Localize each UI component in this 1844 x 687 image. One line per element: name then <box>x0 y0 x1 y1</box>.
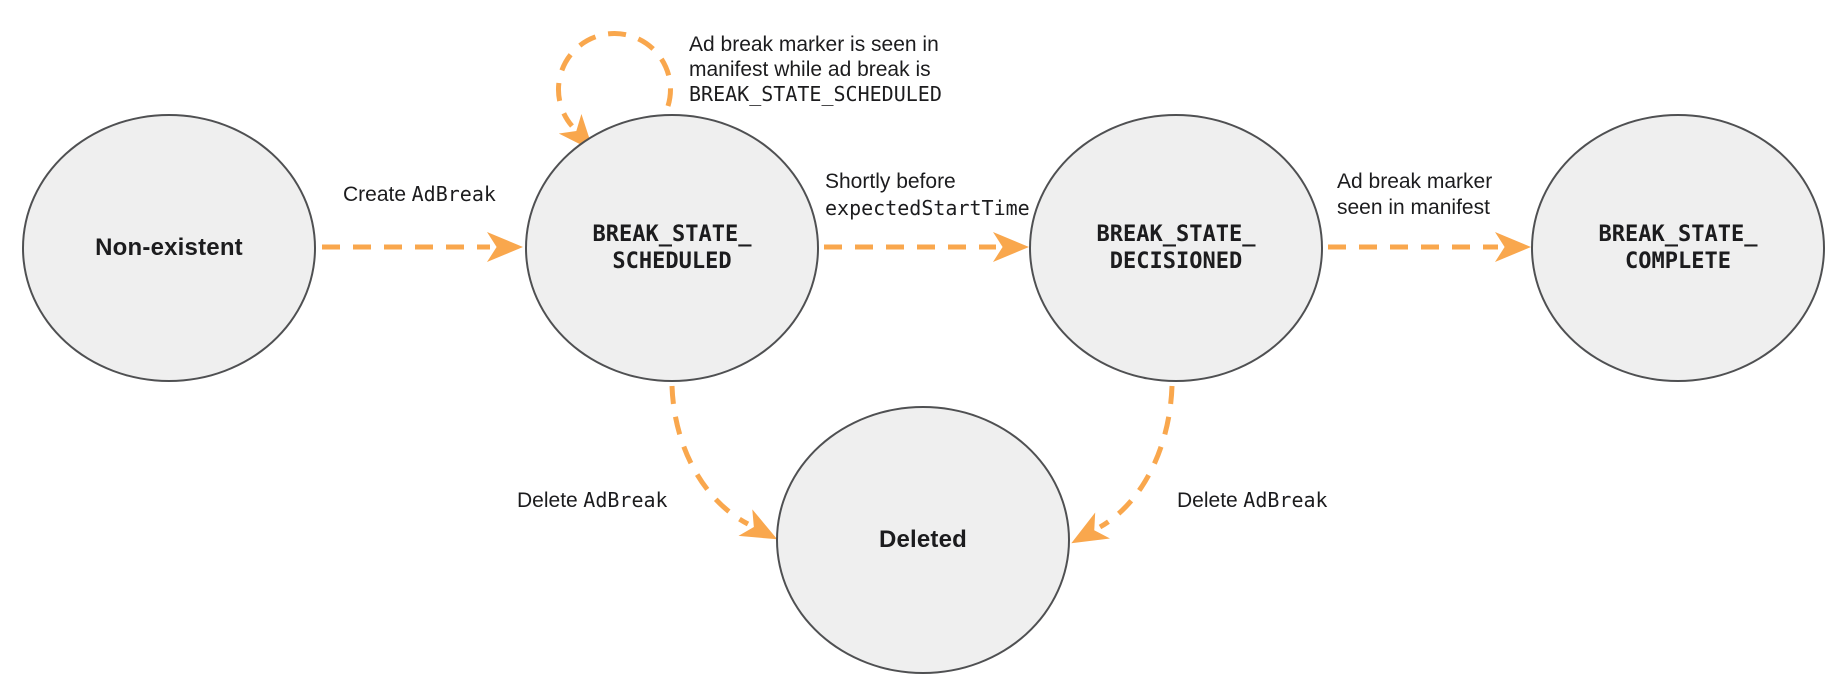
state-node-non-existent: Non-existent <box>22 114 316 382</box>
state-node-break-state-scheduled: BREAK_STATE_ SCHEDULED <box>525 114 819 382</box>
edge-label-shortly-before: Shortly before expectedStartTime <box>825 170 1030 220</box>
state-node-break-state-complete: BREAK_STATE_ COMPLETE <box>1531 114 1825 382</box>
state-label-break-state-scheduled: BREAK_STATE_ SCHEDULED <box>592 222 752 274</box>
state-label-non-existent: Non-existent <box>95 234 243 261</box>
edge-label-marker-seen: Ad break marker seen in manifest <box>1337 170 1493 219</box>
state-node-break-state-decisioned: BREAK_STATE_ DECISIONED <box>1029 114 1323 382</box>
state-label-deleted: Deleted <box>878 526 968 553</box>
state-node-deleted: Deleted <box>776 406 1070 674</box>
code-break-state-scheduled: BREAK_STATE_SCHEDULED <box>689 82 942 106</box>
code-adbreak: AdBreak <box>583 488 668 512</box>
state-label-break-state-decisioned: BREAK_STATE_ DECISIONED <box>1096 222 1256 274</box>
edge-delete-right-arrow <box>1071 385 1175 544</box>
code-expected-start-time: expectedStartTime <box>825 196 1030 220</box>
edge-delete-left-arrow <box>669 385 778 540</box>
edge-label-self-loop: Ad break marker is seen in manifest whil… <box>689 33 942 106</box>
code-adbreak: AdBreak <box>411 182 496 206</box>
code-adbreak: AdBreak <box>1243 488 1328 512</box>
edge-self-loop-arrow <box>556 31 673 152</box>
state-label-break-state-complete: BREAK_STATE_ COMPLETE <box>1598 222 1758 274</box>
